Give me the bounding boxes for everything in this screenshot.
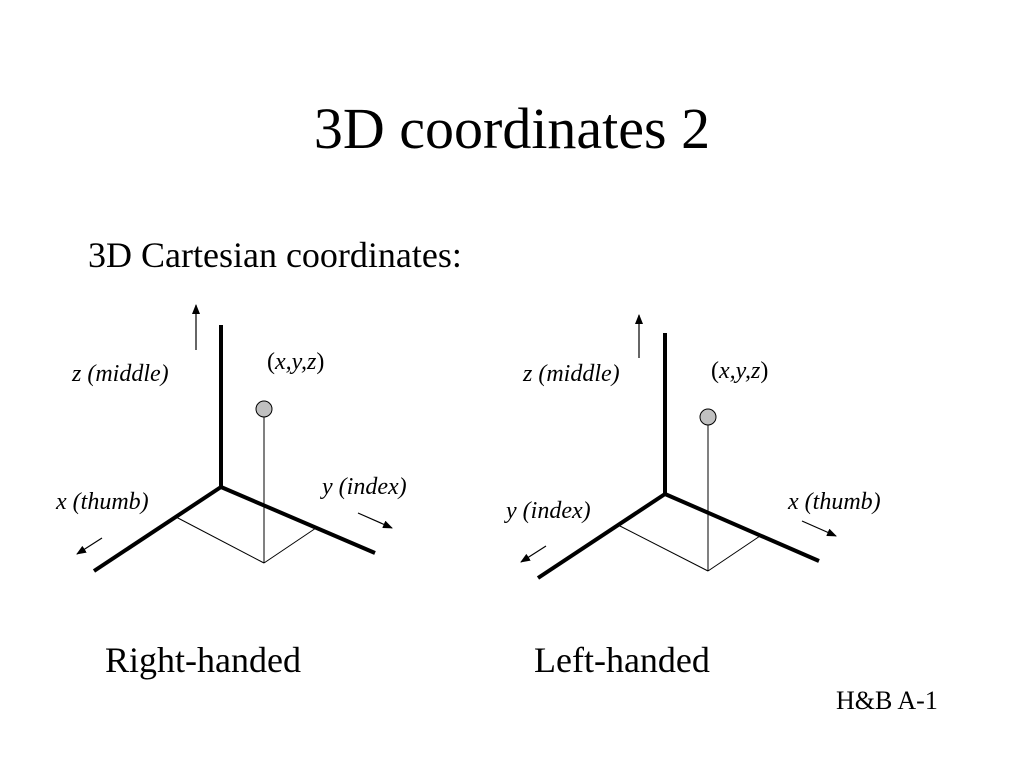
x-axis-label: x (thumb)	[55, 489, 149, 515]
slide-subtitle: 3D Cartesian coordinates:	[88, 235, 462, 275]
x-projection-line	[707, 535, 761, 572]
slide-title: 3D coordinates 2	[313, 96, 711, 161]
y-projection-line	[617, 524, 709, 572]
point-label: (x,y,z)	[711, 358, 768, 384]
y-axis-line	[536, 492, 667, 580]
y-axis-label: y (index)	[504, 498, 591, 524]
x-direction-arrow	[801, 520, 837, 537]
x-direction-arrow	[76, 537, 103, 555]
left-handed-caption: Left-handed	[534, 640, 710, 680]
x-axis-label: x (thumb)	[787, 489, 881, 515]
slide-credit: H&B A-1	[836, 686, 938, 715]
x-axis-line	[92, 485, 223, 573]
z-axis-label: z (middle)	[522, 361, 620, 387]
point-marker	[699, 408, 717, 426]
left-handed-diagram: z (middle) y (index) x (thumb) (x,y,z) L…	[504, 314, 881, 680]
right-handed-caption: Right-handed	[105, 640, 301, 680]
x-axis-line	[664, 492, 820, 563]
y-axis-line	[220, 485, 376, 555]
y-direction-arrow	[357, 512, 393, 529]
y-direction-arrow	[520, 545, 547, 563]
z-axis-label: z (middle)	[71, 361, 169, 387]
point-marker	[255, 400, 273, 418]
point-label: (x,y,z)	[267, 349, 324, 375]
right-handed-diagram: z (middle) x (thumb) y (index) (x,y,z) R…	[55, 304, 407, 680]
y-axis-label: y (index)	[320, 474, 407, 500]
x-projection-line	[175, 516, 265, 564]
y-projection-line	[263, 527, 317, 564]
